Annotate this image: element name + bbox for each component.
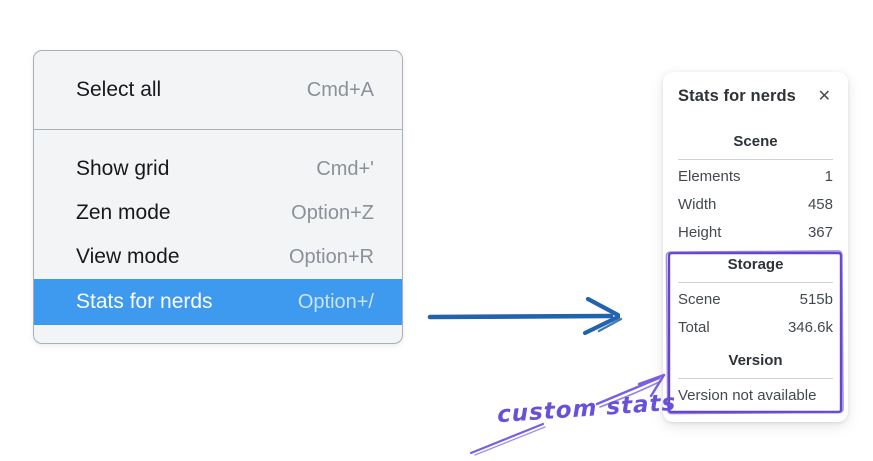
menu-item-show-grid[interactable]: Show grid Cmd+' — [34, 147, 402, 191]
stat-label: Elements — [678, 167, 741, 185]
menu-item-shortcut: Option+Z — [291, 201, 374, 224]
close-icon[interactable]: ✕ — [817, 87, 831, 105]
version-note: Version not available — [678, 386, 817, 404]
section-divider — [678, 378, 833, 379]
stat-label: Total — [678, 318, 710, 336]
stat-value: 515b — [799, 290, 833, 308]
menu-item-zen-mode[interactable]: Zen mode Option+Z — [34, 191, 402, 235]
menu-item-label: Stats for nerds — [76, 290, 213, 313]
context-menu: Select all Cmd+A Show grid Cmd+' Zen mod… — [33, 50, 403, 344]
stat-value: 367 — [807, 223, 833, 241]
stat-row-elements: Elements 1 — [678, 162, 833, 190]
stat-row-total-storage: Total 346.6k — [678, 313, 833, 341]
scene-section-heading: Scene — [733, 133, 778, 150]
menu-divider — [34, 129, 402, 130]
stat-value: 346.6k — [787, 318, 833, 336]
storage-section-heading: Storage — [727, 256, 784, 273]
annotation-label: custom stats — [496, 389, 677, 429]
stat-value: 458 — [807, 195, 833, 213]
stats-for-nerds-panel: Stats for nerds ✕ Scene Elements 1 Width… — [663, 72, 848, 422]
menu-item-label: Select all — [76, 78, 162, 101]
stats-panel-header: Stats for nerds ✕ — [678, 84, 833, 109]
menu-item-select-all[interactable]: Select all Cmd+A — [34, 68, 402, 112]
stat-value: 1 — [824, 167, 833, 185]
stat-label: Width — [678, 195, 717, 213]
stat-label: Scene — [678, 290, 721, 308]
stats-panel-title: Stats for nerds — [678, 87, 796, 105]
context-menu-section-bottom: Show grid Cmd+' Zen mode Option+Z View m… — [34, 130, 402, 341]
section-divider — [678, 282, 833, 283]
context-menu-section-top: Select all Cmd+A — [34, 51, 402, 129]
menu-item-shortcut: Option+/ — [297, 290, 374, 313]
menu-item-shortcut: Option+R — [288, 245, 374, 268]
menu-item-stats-for-nerds[interactable]: Stats for nerds Option+/ — [34, 279, 402, 325]
menu-item-label: Show grid — [76, 157, 170, 180]
stat-label: Height — [678, 223, 722, 241]
stat-row-scene-storage: Scene 515b — [678, 285, 833, 313]
menu-item-view-mode[interactable]: View mode Option+R — [34, 235, 402, 279]
menu-item-shortcut: Cmd+A — [306, 78, 374, 101]
version-section-heading: Version — [728, 352, 783, 369]
section-divider — [678, 159, 833, 160]
custom-stats-arrow — [469, 373, 666, 456]
menu-item-label: Zen mode — [76, 201, 171, 224]
menu-item-shortcut: Cmd+' — [316, 157, 374, 180]
menu-item-label: View mode — [76, 245, 180, 268]
stat-row-height: Height 367 — [678, 218, 833, 246]
arrow-menu-to-panel — [427, 296, 623, 336]
stat-row-width: Width 458 — [678, 190, 833, 218]
